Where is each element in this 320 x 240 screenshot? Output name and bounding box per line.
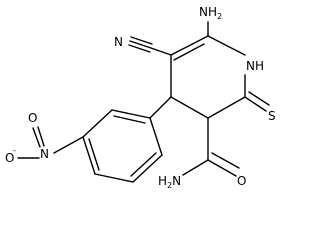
nitrophenyl-group: N O O - [5, 96, 172, 183]
thione-s-label: S [268, 109, 276, 123]
bond-camide-o [207, 159, 237, 177]
nitro-o-left-label: O [5, 151, 14, 165]
benzene-bond-1 [111, 109, 151, 119]
benzene-bond-3-inner [88, 138, 100, 171]
bond-n-o-up [37, 126, 45, 147]
bond-c3-c4 [170, 96, 209, 119]
bond-camide-o-double [211, 152, 240, 169]
benzene-bond-1-inner [113, 115, 146, 124]
thione-group: S [244, 91, 276, 123]
nitro-n-label: N [40, 147, 49, 161]
nitrile-triple-3 [128, 44, 151, 53]
chemical-structure: NH2 NH N S O H2N [5, 5, 276, 190]
bond-c6-c5 [170, 35, 209, 56]
amino-label: NH2 [199, 5, 222, 21]
benzene-bond-3 [82, 136, 96, 175]
benzene-bond-5-inner [130, 152, 157, 177]
bond-c6-c5-double [173, 43, 205, 61]
nitrile-triple-1 [129, 40, 152, 49]
bond-c4-aryl [149, 96, 172, 119]
benzene-bond-2 [82, 109, 113, 138]
carboxamide-group: O H2N [158, 117, 246, 190]
nitrile-triple-2 [130, 36, 153, 45]
bond-c2-s-double [248, 91, 270, 106]
bond-aryl-nitro [53, 136, 84, 154]
nitrile-n-label: N [114, 35, 123, 49]
nitro-o-up-label: O [28, 111, 37, 125]
bond-c2-s [244, 96, 267, 112]
benzene-bond-6 [149, 117, 163, 156]
dihydropyridine-ring [170, 35, 246, 119]
nitro-o-charge: - [13, 146, 16, 155]
bond-c6-n1 [207, 35, 246, 56]
ring-nh-label: NH [246, 59, 264, 73]
amide-o-label: O [237, 174, 246, 188]
bond-n-o-up-double [32, 127, 41, 148]
amide-nh2-label: H2N [158, 174, 181, 190]
benzene-bond-4 [94, 173, 134, 183]
benzene-bond-5 [132, 154, 163, 183]
bond-c5-cn [150, 47, 172, 56]
bond-camide-n [182, 159, 209, 176]
bond-c2-c3 [207, 96, 246, 119]
benzene-ring [82, 109, 163, 183]
nitrile-group: N [114, 35, 172, 56]
